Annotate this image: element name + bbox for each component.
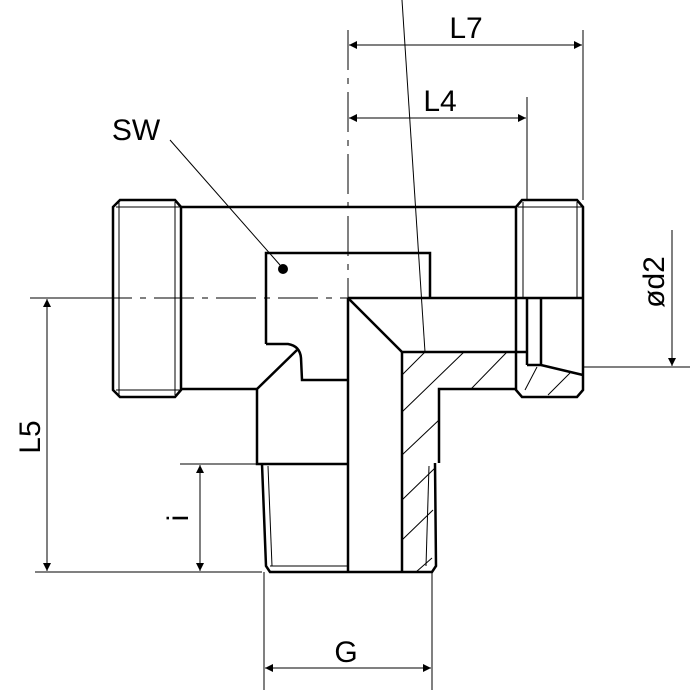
dimension-l4: L4 xyxy=(349,85,526,122)
extension-lines xyxy=(30,30,690,690)
right-nut xyxy=(514,198,585,399)
label-g: G xyxy=(334,636,357,669)
dimension-sw: SW xyxy=(112,114,281,266)
label-l7: L7 xyxy=(449,12,482,45)
dimension-l7: L7 xyxy=(349,12,582,49)
centerlines xyxy=(30,30,520,299)
dimension-g: G xyxy=(265,636,431,672)
label-l4: L4 xyxy=(423,85,456,118)
section-hatching xyxy=(401,0,508,573)
dimension-d2: ød2 xyxy=(638,230,676,366)
tee-body xyxy=(181,205,583,574)
label-sw: SW xyxy=(112,114,161,147)
dimension-i: i xyxy=(162,465,204,571)
label-l5: L5 xyxy=(14,420,47,453)
dimension-l5: L5 xyxy=(14,299,51,571)
label-i: i xyxy=(162,515,195,522)
label-d2: ød2 xyxy=(638,256,671,308)
sw-marker-dot xyxy=(278,264,288,274)
left-nut xyxy=(111,198,183,399)
